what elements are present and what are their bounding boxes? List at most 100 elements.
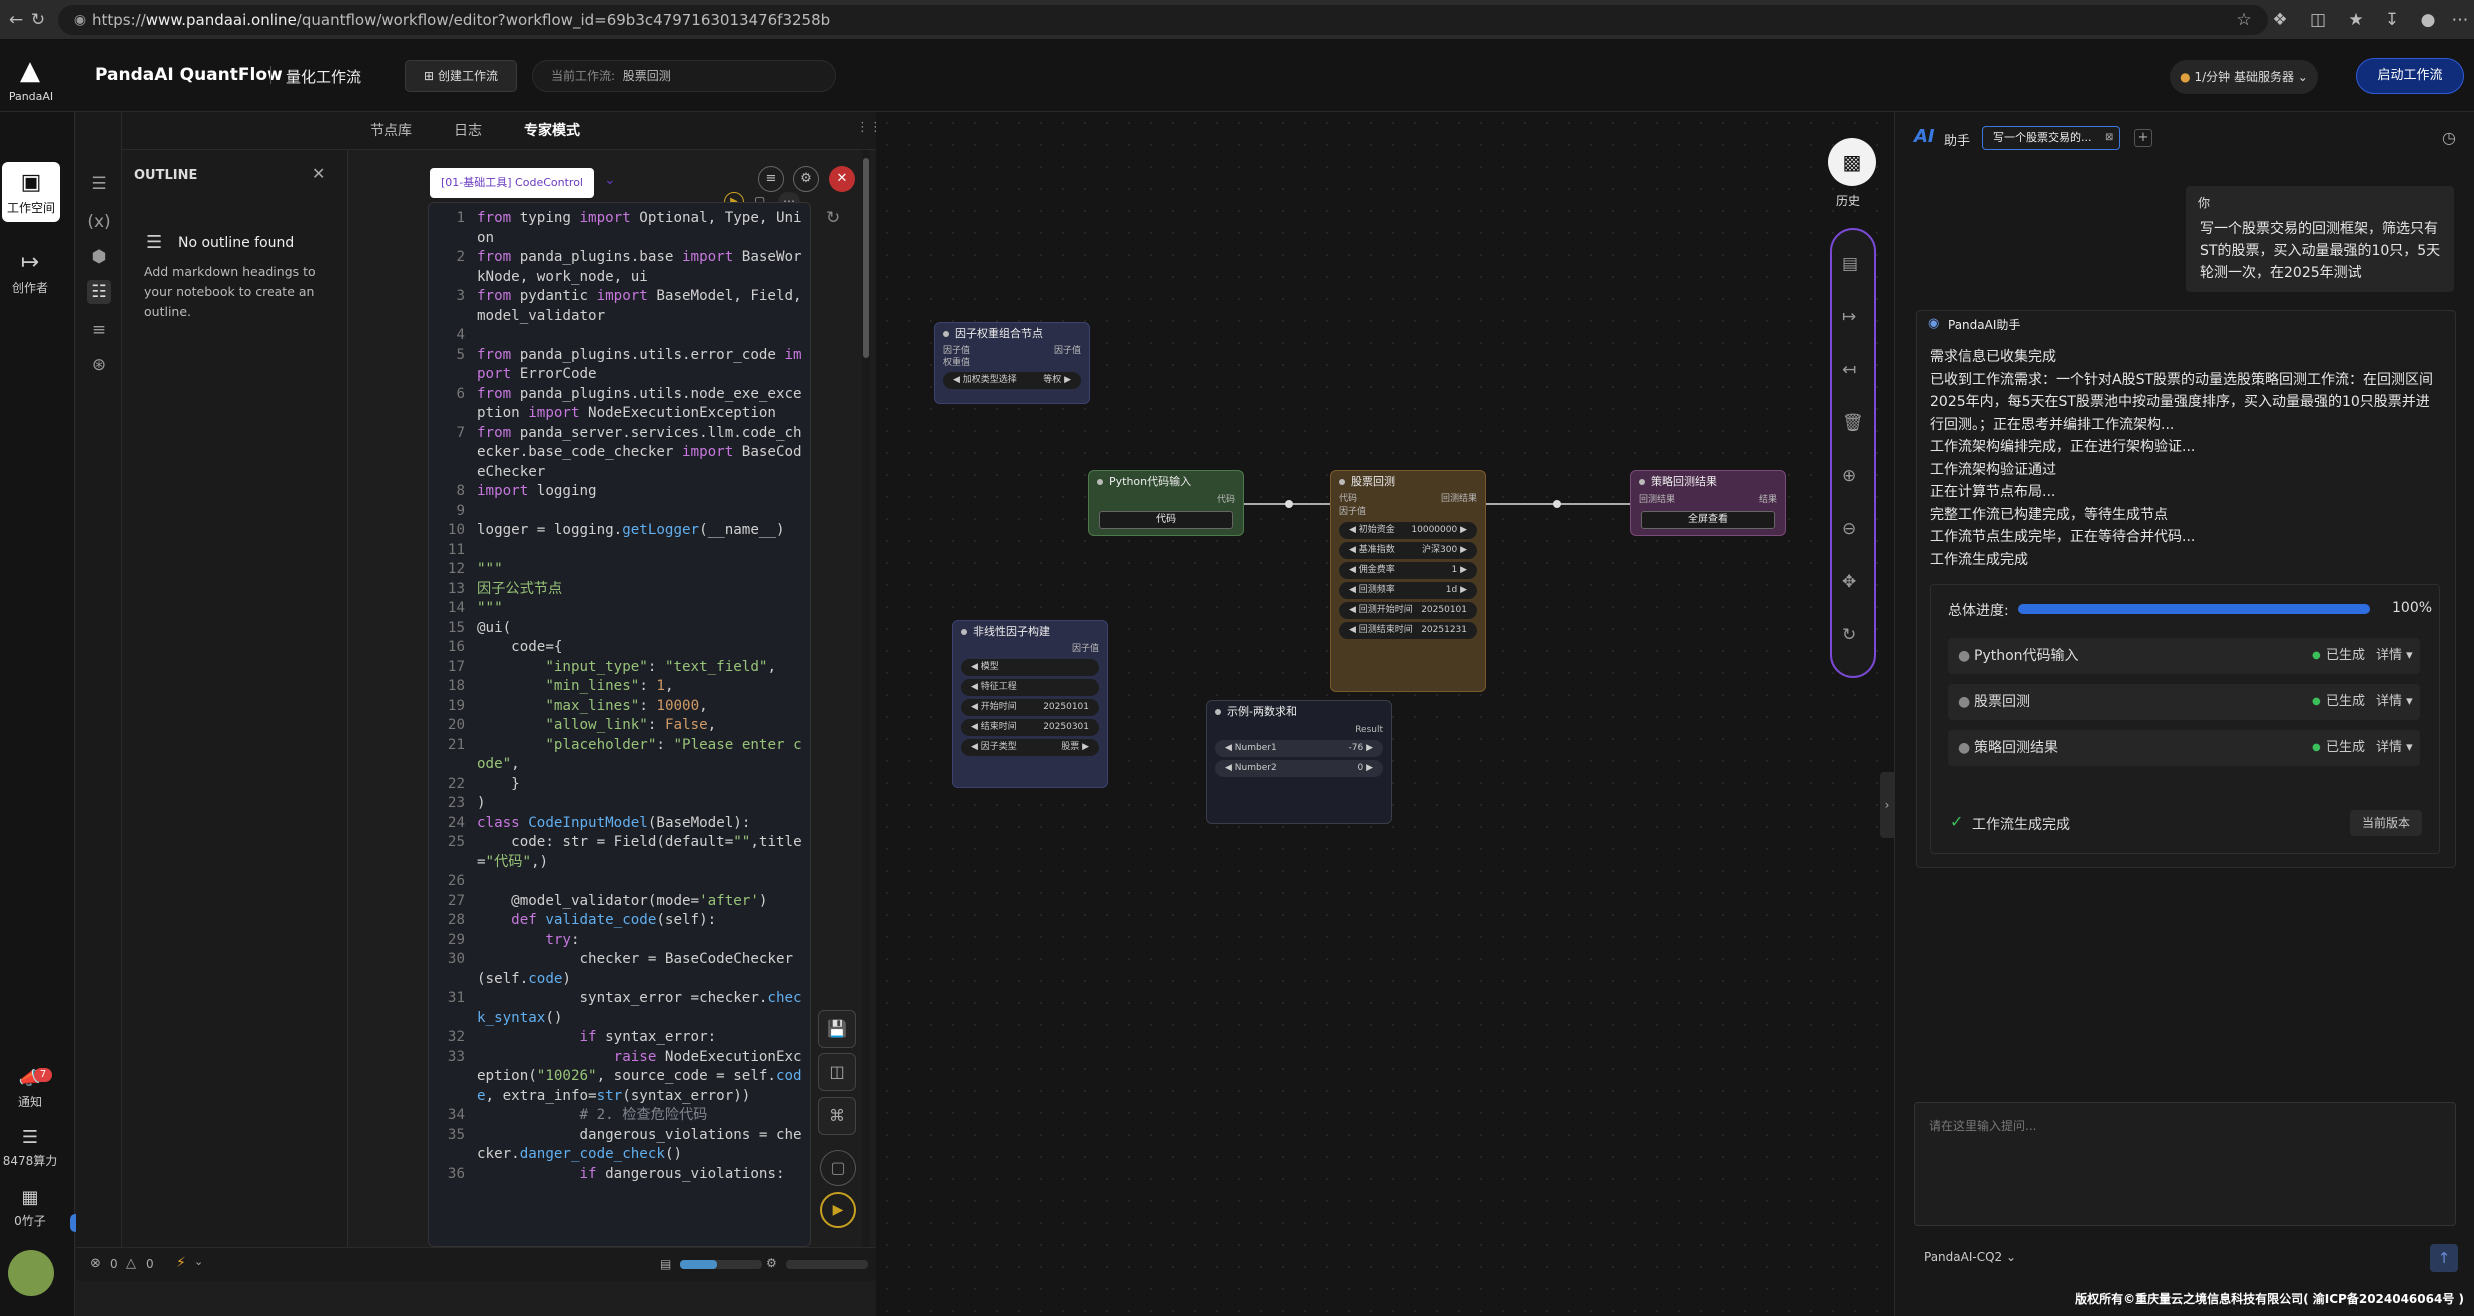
node-title: 非线性因子构建 bbox=[953, 621, 1107, 643]
current-workflow-field[interactable]: 当前工作流: 股票回测 bbox=[532, 60, 836, 92]
tab-logs[interactable]: 日志 bbox=[454, 123, 482, 139]
variables-icon[interactable]: (x) bbox=[87, 212, 111, 232]
reset-icon[interactable]: ↻ bbox=[1842, 625, 1857, 645]
step-detail-button[interactable]: 详情 ▾ bbox=[2376, 648, 2413, 663]
editor-scrollbar[interactable] bbox=[862, 150, 870, 1247]
hierarchy-icon[interactable]: ⊛ bbox=[91, 355, 107, 375]
collapse-right-handle[interactable]: › bbox=[1880, 772, 1894, 838]
outline-icon[interactable]: ☷ bbox=[87, 280, 111, 304]
command-icon[interactable]: ⌘ bbox=[818, 1097, 856, 1135]
layout-icon[interactable]: ◫ bbox=[818, 1053, 856, 1091]
profile-icon[interactable]: ● bbox=[2420, 10, 2436, 30]
refresh-icon[interactable]: ↻ bbox=[826, 208, 841, 228]
step-item[interactable]: ● Python代码输入 ● 已生成 详情 ▾ bbox=[1948, 638, 2420, 674]
favorites-icon[interactable]: ★ bbox=[2348, 10, 2364, 30]
node-factor-weight[interactable]: 因子权重组合节点 因子值因子值 权重值 ◀ 加权类型选择等权 ▶ bbox=[934, 322, 1090, 404]
node-python-input[interactable]: Python代码输入 代码 代码 bbox=[1088, 470, 1244, 536]
question-input[interactable]: 请在这里输入提问... bbox=[1914, 1102, 2456, 1226]
list-icon[interactable]: ≡ bbox=[758, 166, 784, 192]
chevron-down-icon[interactable]: ⌄ bbox=[604, 172, 616, 188]
split-screen-icon[interactable]: ◫ bbox=[2309, 10, 2327, 30]
code-button[interactable]: 代码 bbox=[1099, 511, 1233, 529]
package-icon[interactable]: ⬢ bbox=[91, 247, 107, 267]
trash-icon[interactable]: 🗑 bbox=[1842, 413, 1864, 433]
error-icon[interactable]: ⊗ bbox=[90, 1256, 101, 1271]
model-select[interactable]: PandaAI-CQ2 ⌄ bbox=[1924, 1250, 2017, 1264]
close-tab-icon[interactable]: ⊠ bbox=[2105, 132, 2114, 143]
step-detail-button[interactable]: 详情 ▾ bbox=[2376, 694, 2413, 709]
zoom-in-icon[interactable]: ⊕ bbox=[1842, 466, 1857, 486]
chevron-down-icon[interactable]: ⌄ bbox=[194, 1255, 204, 1268]
nav-bamboo[interactable]: ▦0竹子 bbox=[0, 1187, 60, 1229]
nonlinear-field[interactable]: ◀ 因子类型股票 ▶ bbox=[961, 739, 1099, 756]
search-list-icon[interactable]: ≡ bbox=[91, 320, 107, 340]
start-workflow-button[interactable]: 启动工作流 bbox=[2356, 58, 2464, 94]
tab-expert[interactable]: 专家模式 bbox=[524, 123, 580, 139]
import-icon[interactable]: ↤ bbox=[1842, 360, 1857, 380]
node-strategy-result[interactable]: 策略回测结果 回测结果结果 全屏查看 bbox=[1630, 470, 1786, 536]
notify-badge: 7 bbox=[34, 1068, 52, 1082]
bookmark-star-icon[interactable]: ☆ bbox=[2236, 10, 2252, 30]
warning-icon[interactable]: △ bbox=[126, 1256, 136, 1271]
downloads-icon[interactable]: ↧ bbox=[2384, 10, 2400, 30]
more-menu-icon[interactable]: ⋯ bbox=[2451, 10, 2469, 30]
avatar[interactable] bbox=[8, 1250, 54, 1296]
close-editor-icon[interactable]: ✕ bbox=[829, 166, 855, 192]
step-item[interactable]: ● 股票回测 ● 已生成 详情 ▾ bbox=[1948, 684, 2420, 720]
export-icon[interactable]: ↦ bbox=[1842, 307, 1857, 327]
nav-workspace[interactable]: ▣工作空间 bbox=[2, 162, 60, 222]
site-info-icon[interactable]: ◉ bbox=[73, 12, 87, 28]
settings-icon[interactable]: ⚙ bbox=[793, 166, 819, 192]
zoom-out-icon[interactable]: ⊖ bbox=[1842, 519, 1857, 539]
backtest-field[interactable]: ◀ 基准指数沪深300 ▶ bbox=[1339, 542, 1477, 559]
drag-handle-icon[interactable]: ⋮⋮ bbox=[856, 120, 882, 135]
fit-view-icon[interactable]: ✥ bbox=[1842, 572, 1857, 592]
collapse-handle[interactable] bbox=[70, 1214, 80, 1232]
address-bar[interactable]: https://www.pandaai.online/quantflow/wor… bbox=[58, 5, 2268, 35]
send-icon[interactable]: ↑ bbox=[2430, 1244, 2458, 1272]
stop-icon[interactable]: ▢ bbox=[754, 194, 766, 208]
step-item[interactable]: ● 策略回测结果 ● 已生成 详情 ▾ bbox=[1948, 730, 2420, 766]
save-icon[interactable]: ▤ bbox=[1842, 254, 1859, 274]
extensions-icon[interactable]: ❖ bbox=[2272, 10, 2288, 30]
step-detail-button[interactable]: 详情 ▾ bbox=[2376, 740, 2413, 755]
stop-circle-icon[interactable]: ▢ bbox=[820, 1150, 856, 1186]
session-tab[interactable]: 写一个股票交易的... ⊠ bbox=[1982, 126, 2120, 150]
new-session-icon[interactable]: + bbox=[2134, 129, 2152, 147]
node-tag[interactable]: [01-基础工具] CodeControl bbox=[430, 168, 594, 198]
scrollbar-thumb[interactable] bbox=[863, 158, 869, 358]
run-all-icon[interactable]: ▶ bbox=[820, 1192, 856, 1228]
workflow-canvas[interactable]: 因子权重组合节点 因子值因子值 权重值 ◀ 加权类型选择等权 ▶ Python代… bbox=[876, 112, 1894, 1316]
current-version-button[interactable]: 当前版本 bbox=[2350, 810, 2422, 836]
nonlinear-field[interactable]: ◀ 模型 bbox=[961, 659, 1099, 676]
weight-type-select[interactable]: ◀ 加权类型选择等权 ▶ bbox=[943, 372, 1081, 389]
save-icon[interactable]: 💾 bbox=[818, 1010, 856, 1048]
explorer-icon[interactable]: ☰ bbox=[91, 174, 107, 194]
lightning-icon[interactable]: ⚡ bbox=[176, 1255, 186, 1271]
back-icon[interactable]: ← bbox=[8, 10, 24, 30]
create-workflow-button[interactable]: ⊞ 创建工作流 bbox=[405, 60, 517, 92]
reload-icon[interactable]: ↻ bbox=[30, 10, 46, 30]
nonlinear-field[interactable]: ◀ 特征工程 bbox=[961, 679, 1099, 696]
history-clock-icon[interactable]: ◷ bbox=[2442, 128, 2456, 147]
number1-field[interactable]: ◀ Number1-76 ▶ bbox=[1215, 740, 1383, 757]
close-icon[interactable]: ✕ bbox=[312, 164, 326, 183]
nav-creator[interactable]: ↦创作者 bbox=[0, 250, 60, 296]
server-select[interactable]: ● 1/分钟 基础服务器 ⌄ bbox=[2170, 60, 2318, 94]
tab-library[interactable]: 节点库 bbox=[370, 123, 412, 139]
history-chart-icon[interactable]: ▩ bbox=[1828, 138, 1876, 186]
nav-compute[interactable]: ☰8478算力 bbox=[0, 1127, 60, 1169]
fullscreen-view-button[interactable]: 全屏查看 bbox=[1641, 511, 1775, 529]
